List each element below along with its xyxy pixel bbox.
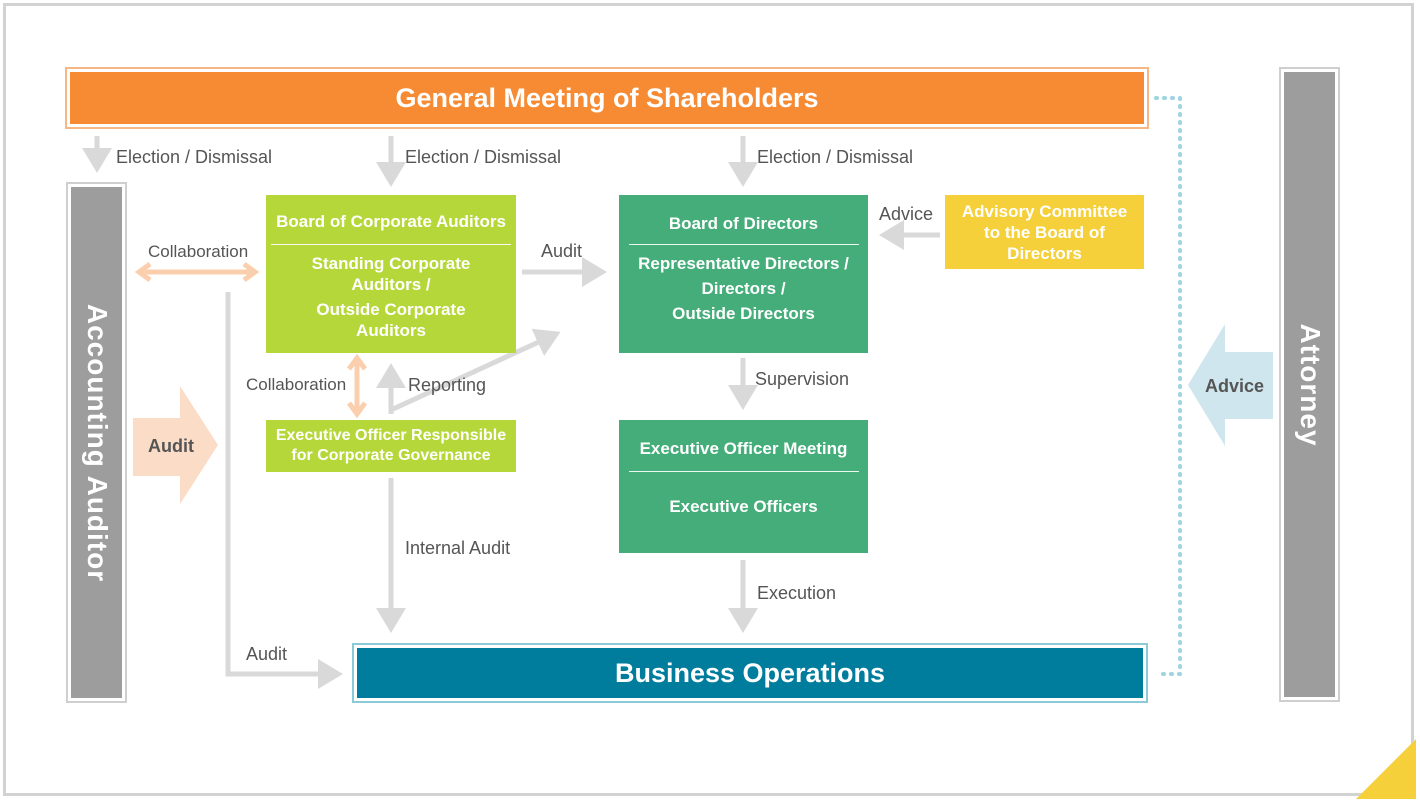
election-label: Election / Dismissal: [757, 147, 914, 167]
governance-officer-line: Executive Officer Responsible: [275, 427, 507, 444]
board-of-corporate-auditors-box: Board of Corporate Auditors Standing Cor…: [266, 195, 516, 353]
exec-officers-label: Executive Officers: [669, 497, 818, 516]
directors-title: Board of Directors: [668, 214, 819, 233]
governance-officer-line: for Corporate Governance: [291, 447, 491, 464]
supervision-label: Supervision: [755, 369, 850, 389]
reporting-arrow-diagonal: [389, 328, 561, 413]
business-operations-title: Business Operations: [614, 657, 886, 688]
divider: [271, 244, 511, 245]
attorney-dotted-line: [1154, 96, 1182, 676]
audit-block-label: Audit: [148, 436, 194, 456]
divider: [628, 244, 859, 245]
corner-fold-decoration: [1356, 739, 1416, 799]
corp-auditors-line: Auditors /: [351, 275, 431, 294]
election-label: Election / Dismissal: [405, 147, 562, 167]
corp-auditors-line: Outside Corporate: [316, 300, 466, 319]
corp-auditors-title: Board of Corporate Auditors: [276, 212, 506, 231]
divider: [628, 471, 859, 472]
advisory-line: Directors: [1007, 243, 1082, 263]
accounting-auditor-bar: Accounting Auditor: [66, 182, 127, 703]
advisory-committee-box: Advisory Committee to the Board of Direc…: [945, 195, 1144, 269]
corp-auditors-line: Standing Corporate: [311, 254, 471, 273]
attorney-bar: Attorney: [1279, 67, 1340, 702]
accounting-auditor-label: Accounting Auditor: [81, 303, 113, 582]
executive-officer-meeting-box: Executive Officer Meeting Executive Offi…: [619, 420, 868, 553]
advice-block-label: Advice: [1205, 376, 1265, 396]
general-meeting-box: General Meeting of Shareholders: [65, 67, 1149, 129]
attorney-label: Attorney: [1294, 322, 1326, 447]
governance-officer-box: Executive Officer Responsible for Corpor…: [266, 420, 516, 472]
general-meeting-title: General Meeting of Shareholders: [395, 82, 819, 113]
collaboration-label: Collaboration: [148, 242, 249, 261]
directors-line: Directors /: [701, 279, 786, 298]
corp-auditors-line: Auditors: [356, 321, 426, 340]
audit-label: Audit: [541, 241, 583, 261]
exec-meeting-title: Executive Officer Meeting: [639, 439, 848, 458]
election-label: Election / Dismissal: [116, 147, 273, 167]
directors-line: Outside Directors: [672, 304, 815, 323]
advice-label: Advice: [879, 204, 934, 224]
audit-label: Audit: [246, 644, 288, 664]
advice-block-arrow: [1188, 324, 1273, 446]
advisory-line: to the Board of: [984, 222, 1105, 242]
board-of-directors-box: Board of Directors Representative Direct…: [619, 195, 868, 353]
business-operations-box: Business Operations: [352, 643, 1148, 703]
audit-block-arrow: [133, 386, 218, 504]
audit-ops-arrow: [225, 292, 343, 689]
execution-label: Execution: [757, 583, 837, 603]
collaboration-label: Collaboration: [246, 375, 347, 394]
internal-audit-label: Internal Audit: [405, 538, 511, 558]
reporting-label: Reporting: [408, 375, 487, 395]
advisory-line: Advisory Committee: [961, 201, 1128, 221]
directors-line: Representative Directors /: [638, 254, 849, 273]
